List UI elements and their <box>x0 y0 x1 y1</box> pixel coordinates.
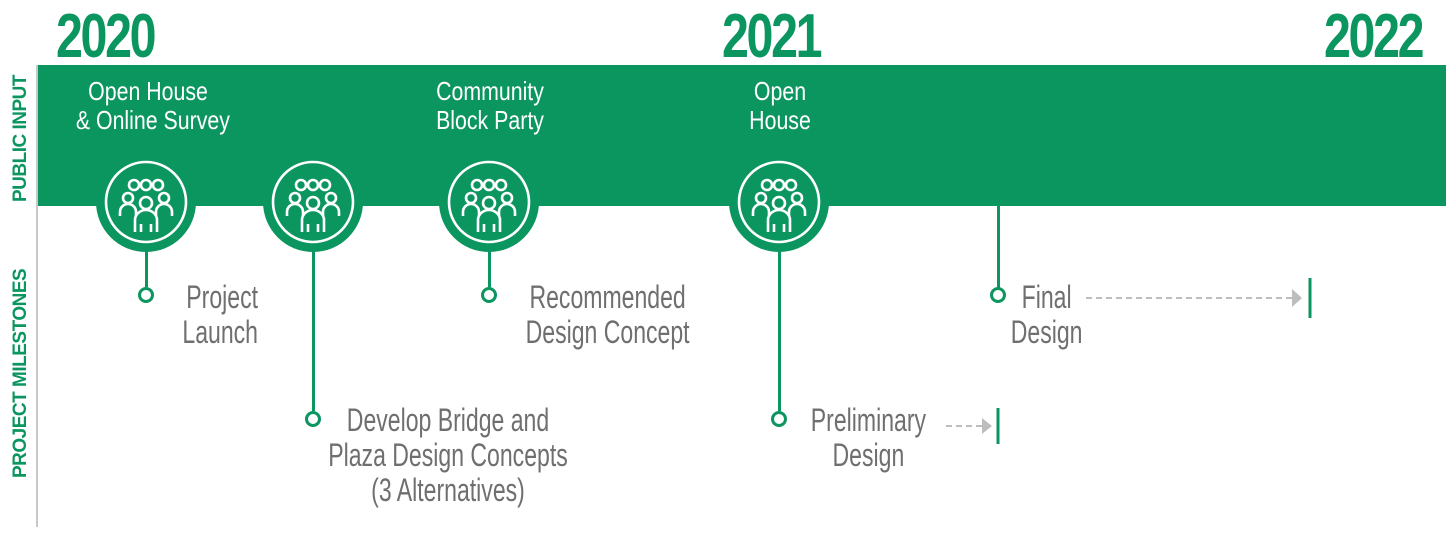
milestone-dot-project-launch <box>138 287 154 303</box>
connector-preliminary-design <box>778 245 781 411</box>
milestone-dot-develop-concepts <box>305 411 321 427</box>
event-label-community-block-party: Community Block Party <box>436 76 544 135</box>
connector-final-design <box>997 205 1000 288</box>
connector-project-launch <box>145 245 148 287</box>
event-circle-community-block-party <box>439 152 539 252</box>
milestone-label-preliminary-design: Preliminary Design <box>810 402 927 473</box>
connector-develop-concepts <box>312 245 315 411</box>
event-label-open-house: Open House <box>749 76 811 135</box>
year-2020: 2020 <box>56 2 157 71</box>
event-label-open-house-survey: Open House & Online Survey <box>75 76 230 135</box>
milestone-dot-recommended-concept <box>481 287 497 303</box>
row-label-project-milestones: PROJECT MILESTONES <box>10 268 31 478</box>
preliminary-design-arrow <box>946 408 1000 444</box>
event-circle-open-house <box>729 152 829 252</box>
milestone-label-final-design: Final Design <box>1010 279 1083 350</box>
row-divider <box>36 65 38 527</box>
year-2021: 2021 <box>722 2 823 71</box>
people-group-icon <box>737 160 821 244</box>
event-circle-open-house-survey <box>96 152 196 252</box>
people-group-icon <box>271 160 355 244</box>
milestone-label-project-launch: Project Launch <box>182 279 258 350</box>
row-label-public-input: PUBLIC INPUT <box>10 75 31 202</box>
milestone-label-recommended-concept: Recommended Design Concept <box>525 279 690 350</box>
year-2022: 2022 <box>1324 2 1425 71</box>
milestone-label-develop-concepts: Develop Bridge and Plaza Design Concepts… <box>328 402 568 508</box>
final-design-arrow <box>1086 278 1312 318</box>
milestone-dot-preliminary-design <box>771 411 787 427</box>
milestone-dot-final-design <box>990 287 1006 303</box>
connector-recommended-concept <box>488 245 491 287</box>
people-group-icon <box>447 160 531 244</box>
people-group-icon <box>104 160 188 244</box>
event-circle-unlabeled <box>263 152 363 252</box>
